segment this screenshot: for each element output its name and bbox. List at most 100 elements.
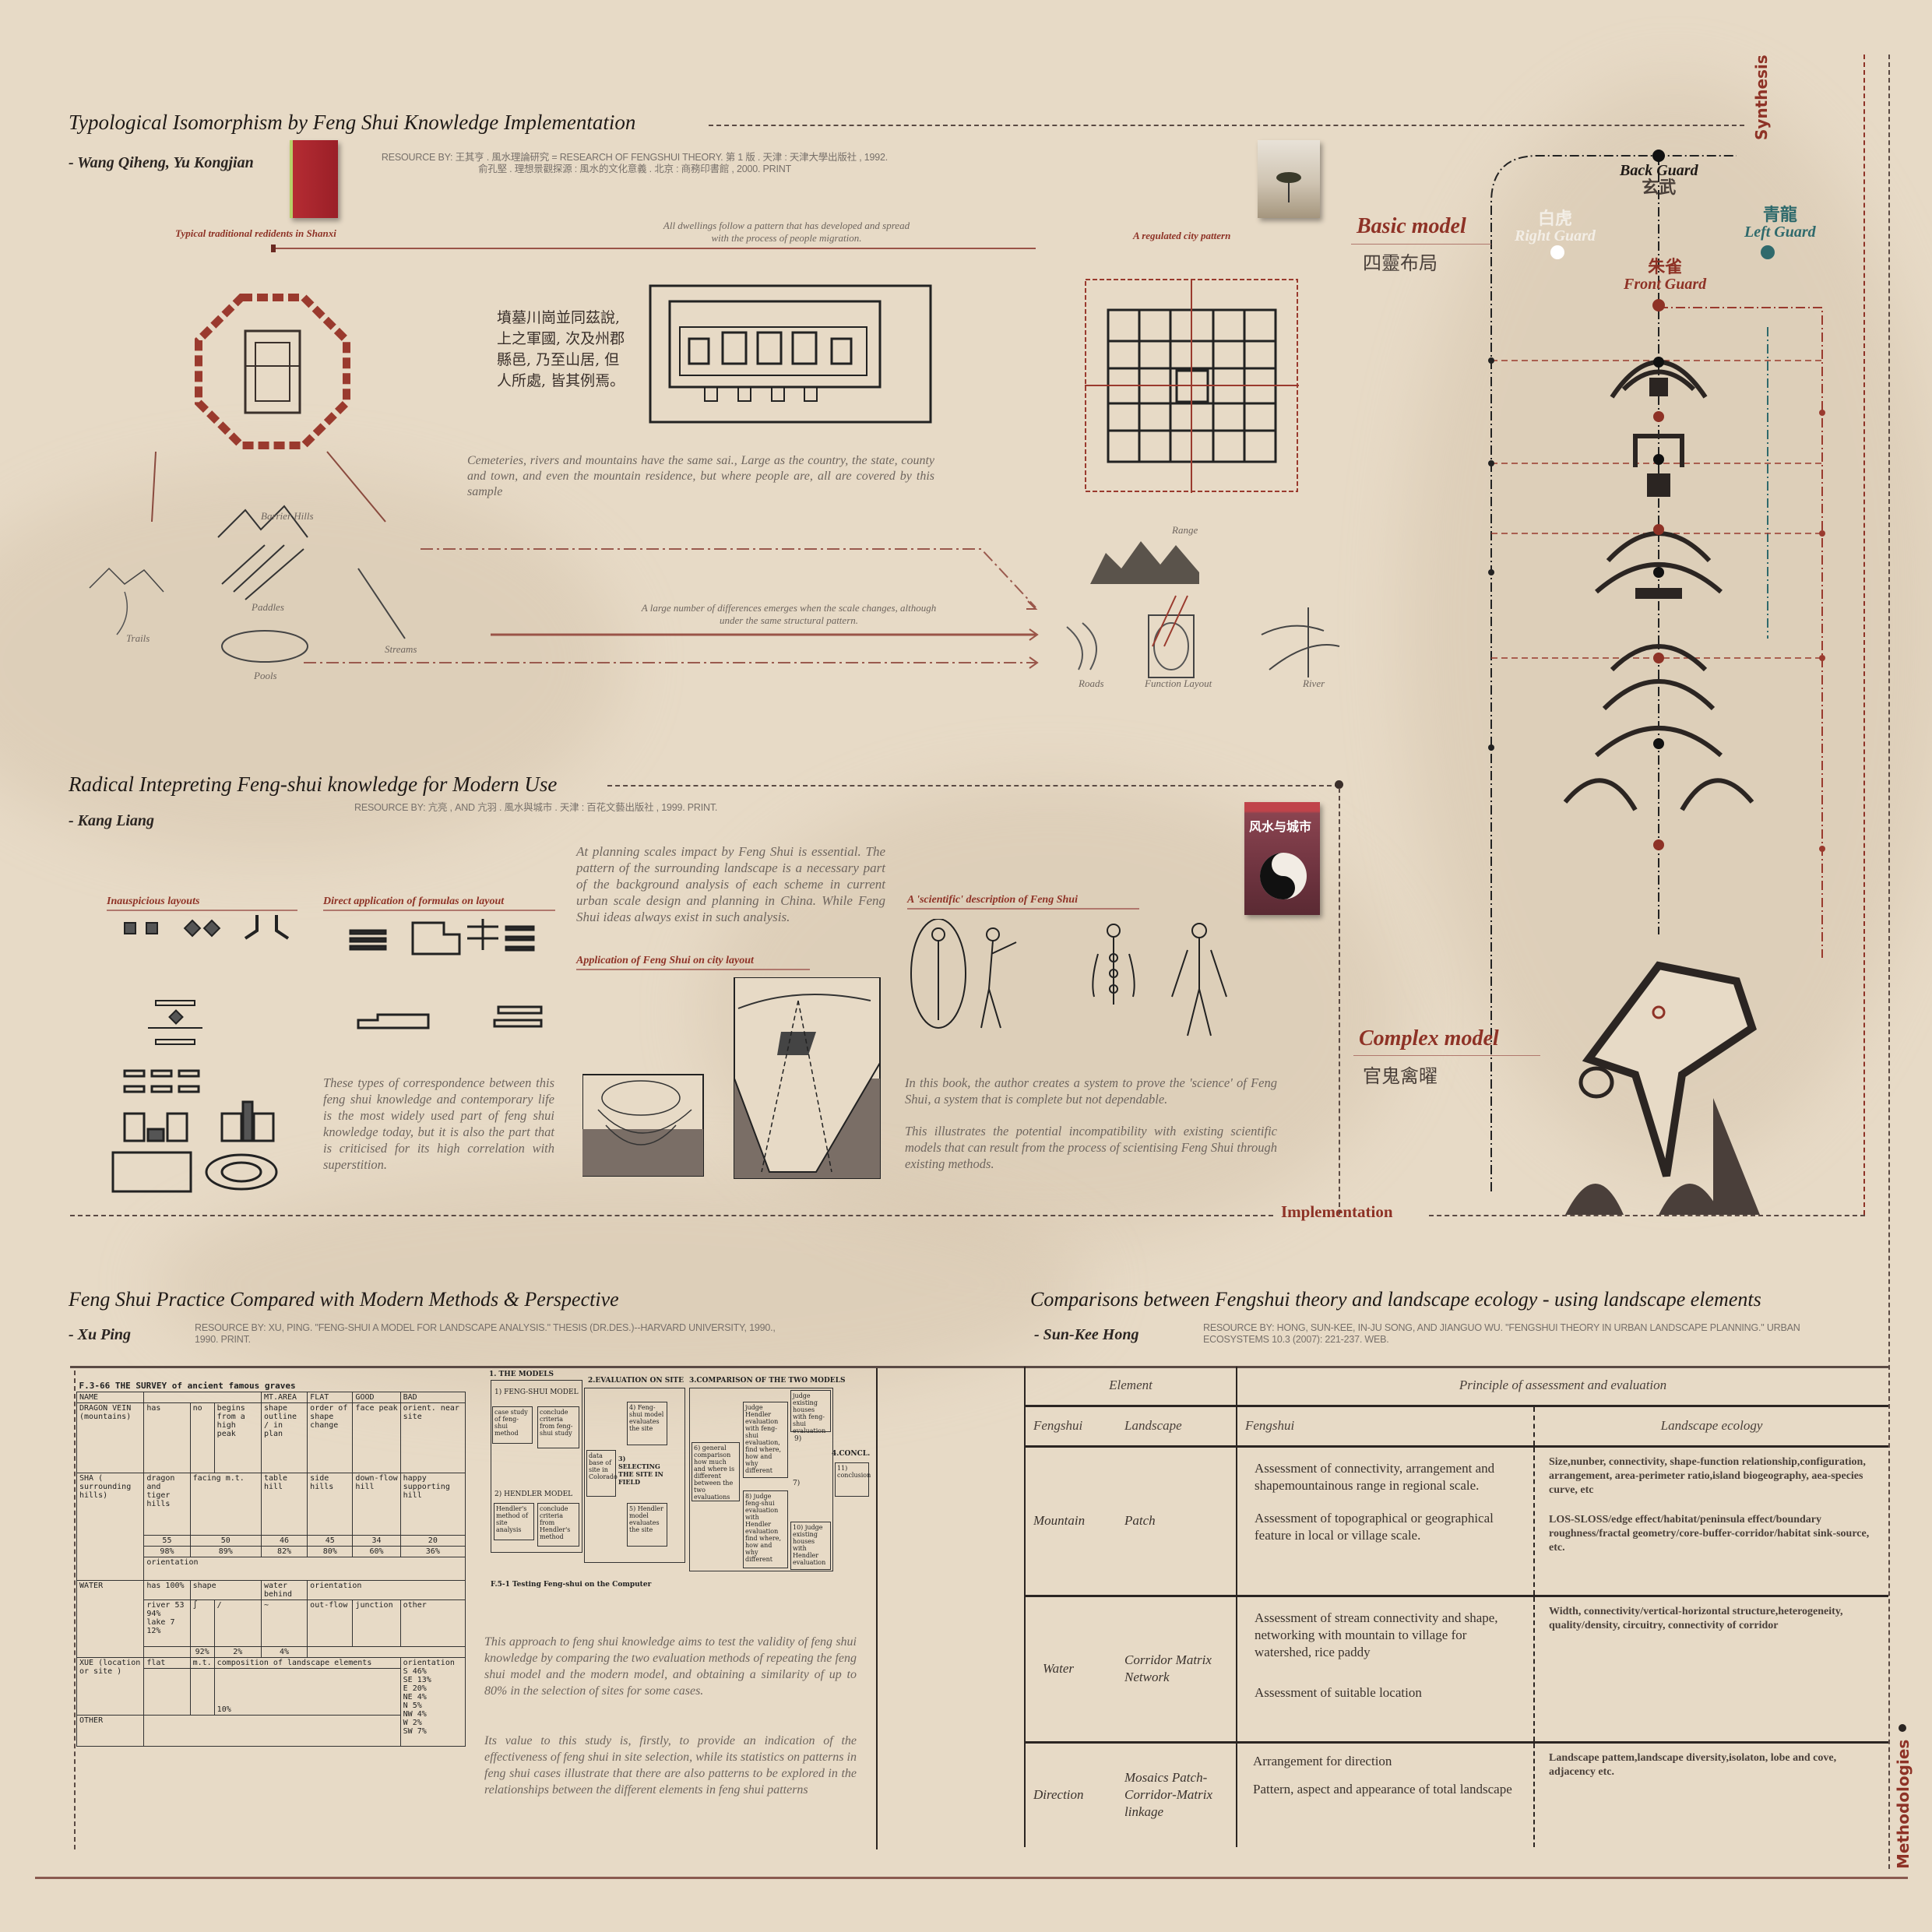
cell: 10% [213, 1668, 401, 1716]
cell-text: Pattern, aspect and appearance of total … [1253, 1781, 1512, 1797]
basic-model-label: Basic model [1357, 214, 1466, 238]
section1-resource: RESOURCE BY: 王其亨 . 風水理論研究 = RESEARCH OF … [354, 152, 915, 175]
timeline-line [273, 248, 1036, 249]
cell: out-flow [307, 1599, 354, 1647]
section3-resource: RESOURCE BY: XU, PING. "FENG-SHUI A MODE… [195, 1322, 776, 1345]
label-underline [1351, 244, 1491, 245]
table-edge [74, 1371, 76, 1849]
cell: table hill [260, 1473, 308, 1536]
four-guards-model-diagram [1488, 150, 1825, 1215]
label-trails: Trails [126, 632, 150, 644]
cell: 4% [260, 1646, 308, 1658]
resource-line: 俞孔堅 . 理想景觀探源 : 風水的文化意義 . 北京 : 商務印書館 , 20… [477, 164, 792, 174]
header-landscape-ecology: Landscape ecology [1533, 1404, 1888, 1446]
cell [143, 1646, 191, 1658]
cell: GOOD [352, 1392, 401, 1403]
cell: 98% [143, 1546, 191, 1557]
cell: Direction [1024, 1740, 1117, 1847]
cell: 55 [143, 1535, 191, 1547]
correspondence-text: These types of correspondence between th… [323, 1075, 554, 1172]
cell-text: orientation [403, 1659, 455, 1667]
cell-text: Assessment of connectivity, arrangement … [1255, 1460, 1495, 1493]
section1-author: - Wang Qiheng, Yu Kongjian [69, 154, 254, 171]
flow-group [584, 1388, 685, 1563]
cell: 92% [189, 1646, 215, 1658]
header-fengshui: Fengshui [1024, 1404, 1117, 1446]
cell-text: 7 [170, 1618, 175, 1627]
row-header: WATER [76, 1580, 145, 1658]
flow-heading: 2.EVALUATION ON SITE [588, 1377, 684, 1385]
cell-text: 13% [417, 1676, 431, 1684]
complex-model-label: Complex model [1359, 1026, 1499, 1050]
flow-box: 10) judge existing houses with Hendler e… [790, 1522, 831, 1570]
cell-text: SE [403, 1676, 413, 1684]
header-fengshui-principle: Fengshui [1236, 1404, 1534, 1446]
cell-text: Width, connectivity/vertical-horizontal … [1549, 1605, 1843, 1631]
timeline-marker [271, 245, 276, 252]
cell: 89% [189, 1546, 262, 1557]
flow-box: conclude criteria from feng-shui study [537, 1406, 579, 1448]
section4-author: - Sun-Kee Hong [1034, 1326, 1139, 1343]
cell: no [189, 1402, 215, 1473]
flow-label: 9) [794, 1435, 802, 1443]
section4-resource: RESOURCE BY: HONG, SUN-KEE, IN-JU SONG, … [1203, 1322, 1800, 1345]
subtitle-direct-application: Direct application of formulas on layout [323, 896, 555, 911]
cell: facing m.t. [189, 1473, 262, 1536]
cell-text: 53 [174, 1601, 185, 1610]
cell-text: shape [263, 1404, 288, 1413]
flow-heading: 4.CONCL. [832, 1450, 871, 1458]
chinese-quote: 墳墓川崗並同茲說, 上之軍國, 次及州郡 縣邑, 乃至山居, 但 人所處, 皆其… [497, 308, 625, 392]
cell: Mountain [1024, 1445, 1117, 1596]
section4-title: Comparisons between Fengshui theory and … [1030, 1288, 1761, 1311]
cell: 36% [399, 1546, 466, 1557]
cell-text: 94% [146, 1610, 161, 1618]
cell: Assessment of stream connectivity and sh… [1236, 1594, 1534, 1742]
bagua-courtyard-diagram [195, 294, 350, 449]
guard-cn: 青龍 [1762, 205, 1797, 225]
cell-text: NW [403, 1710, 413, 1719]
flow-heading: 1. THE MODELS [489, 1371, 554, 1378]
cell-text: Landscape pattem,landscape diversity,iso… [1549, 1751, 1837, 1778]
cell: river 53 94%lake 7 12% [143, 1599, 191, 1647]
label-paddles: Paddles [252, 601, 284, 613]
cell-text: N [403, 1701, 408, 1710]
section2-frame [1339, 788, 1340, 1215]
flow-box: Hendler's method of site analysis [494, 1503, 534, 1540]
cell-text: Size,nunber, connectivity, shape-functio… [1549, 1455, 1866, 1496]
cell-text: 2% [412, 1719, 422, 1727]
cell-text: W [403, 1719, 408, 1727]
section3-rule [70, 1366, 1888, 1368]
resource-line: RESOURCE BY: 王其亨 . 風水理論研究 = RESEARCH OF … [381, 152, 889, 163]
cell-text: 5% [412, 1701, 422, 1710]
cell: face peak [352, 1402, 401, 1473]
cell: 45 [307, 1535, 354, 1547]
flow-box: 4) Feng-shui model evaluates the site [627, 1402, 667, 1445]
book-cover-fengshui-theory [290, 140, 338, 218]
flow-box: judge Hendler evaluation with feng-shui … [743, 1402, 788, 1478]
cell: 60% [352, 1546, 401, 1557]
cell-text: Assessment of stream connectivity and sh… [1255, 1610, 1498, 1659]
cell: 2% [213, 1646, 262, 1658]
flow-label: 3) SELECTING THE SITE IN FIELD [618, 1455, 663, 1486]
flow-heading: 3.COMPARISON OF THE TWO MODELS [689, 1377, 846, 1385]
cell: dragon and tiger hills [143, 1473, 191, 1536]
column-divider [876, 1368, 878, 1849]
subtitle-inauspicious: Inauspicious layouts [107, 896, 297, 911]
cell: flat [143, 1657, 191, 1669]
cell: other [399, 1599, 466, 1647]
cell-text: 7% [417, 1727, 427, 1736]
cell [143, 1668, 191, 1716]
cell-text: 4% [417, 1710, 427, 1719]
label-range: Range [1172, 524, 1198, 536]
dot-marker [1335, 780, 1343, 789]
illustrates-text: This illustrates the potential incompati… [905, 1124, 1277, 1171]
cell: has 100% [143, 1580, 191, 1600]
cell: FLAT [307, 1392, 354, 1403]
cell-text: E [403, 1684, 408, 1693]
cell: composition of landscape elements [213, 1657, 401, 1669]
cell-text: 100% [165, 1582, 185, 1590]
